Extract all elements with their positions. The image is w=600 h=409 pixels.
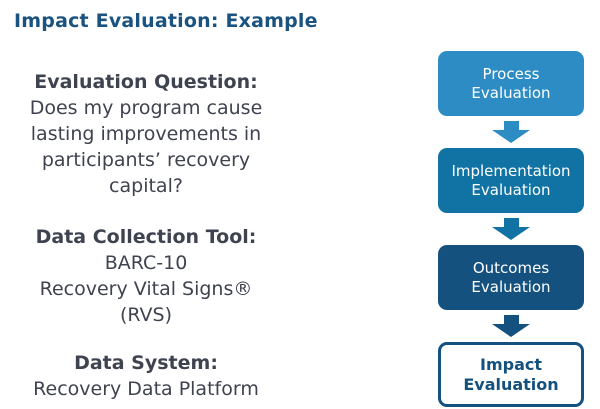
data-system-heading: Data System: <box>74 352 218 374</box>
flow-step-process-evaluation: Process Evaluation <box>438 51 584 116</box>
evaluation-question-body: Does my program cause lasting improvemen… <box>29 97 263 197</box>
arrow-stem <box>503 315 519 324</box>
flow-step-label: Process Evaluation <box>471 64 551 102</box>
section-data-system: Data System: Recovery Data Platform <box>0 350 292 402</box>
flow-step-label: Impact Evaluation <box>463 354 559 394</box>
flow-diagram: Process Evaluation Implementation Evalua… <box>438 51 584 407</box>
flow-step-label: Outcomes Evaluation <box>471 258 551 296</box>
data-collection-tool-heading: Data Collection Tool: <box>35 226 257 248</box>
data-system-body: Recovery Data Platform <box>33 378 259 400</box>
section-data-collection-tool: Data Collection Tool: BARC-10 Recovery V… <box>0 224 292 328</box>
section-evaluation-question: Evaluation Question: Does my program cau… <box>0 69 292 199</box>
arrow-stem <box>503 121 519 130</box>
page-title: Impact Evaluation: Example <box>14 10 318 32</box>
flow-step-label: Implementation Evaluation <box>451 161 571 199</box>
flow-step-implementation-evaluation: Implementation Evaluation <box>438 148 584 213</box>
arrow-head <box>492 130 530 143</box>
data-collection-tool-body: BARC-10 Recovery Vital Signs® (RVS) <box>39 252 253 326</box>
down-arrow-icon <box>438 218 584 240</box>
arrow-head <box>492 324 530 337</box>
arrow-head <box>492 227 530 240</box>
left-panel: Evaluation Question: Does my program cau… <box>0 69 292 402</box>
flow-step-impact-evaluation: Impact Evaluation <box>438 342 584 407</box>
down-arrow-icon <box>438 315 584 337</box>
evaluation-question-heading: Evaluation Question: <box>34 71 258 93</box>
down-arrow-icon <box>438 121 584 143</box>
flow-step-outcomes-evaluation: Outcomes Evaluation <box>438 245 584 310</box>
arrow-stem <box>503 218 519 227</box>
